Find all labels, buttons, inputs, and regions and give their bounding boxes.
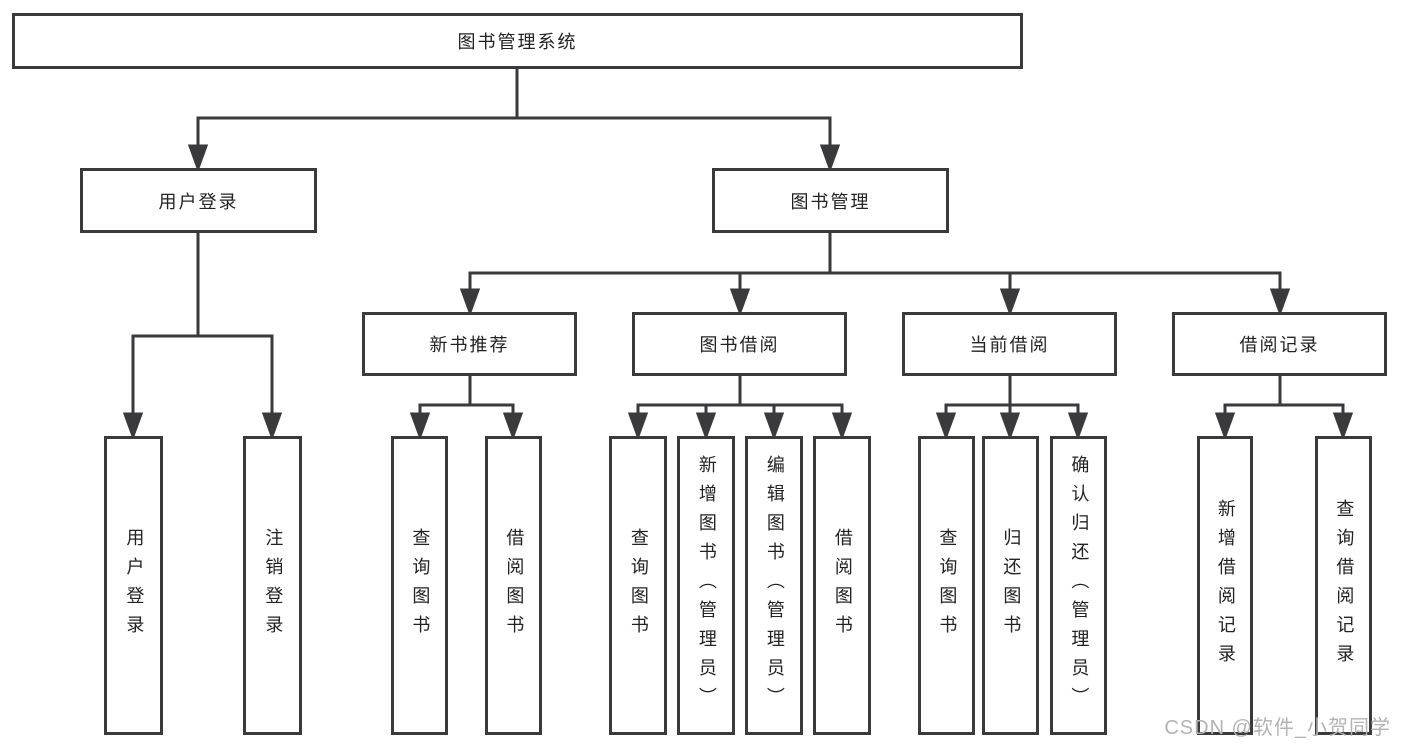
arrowhead-icon <box>999 412 1021 441</box>
arrowhead-icon <box>1332 412 1354 441</box>
leaf-label: 确认归还（管理员） <box>1069 455 1090 716</box>
arrowhead-icon <box>459 288 481 317</box>
node-system-root: 图书管理系统 <box>12 13 1023 69</box>
leaf-confirm-return-admin: 确认归还（管理员） <box>1050 436 1107 735</box>
leaf-user-login: 用户登录 <box>104 436 163 735</box>
leaf-label: 查询图书 <box>937 527 958 644</box>
leaf-add-books-admin: 新增图书（管理员） <box>677 436 735 735</box>
node-new-book-recommend: 新书推荐 <box>362 312 577 376</box>
leaf-label: 归还图书 <box>1001 527 1022 644</box>
arrowhead-icon <box>763 412 785 441</box>
leaf-label: 查询图书 <box>410 527 431 644</box>
arrowhead-icon <box>409 412 431 441</box>
leaf-query-books-2: 查询图书 <box>609 436 667 735</box>
leaf-borrow-books-1: 借阅图书 <box>485 436 542 735</box>
arrowhead-icon <box>1214 412 1236 441</box>
leaf-logout: 注销登录 <box>243 436 302 735</box>
arrowhead-icon <box>627 412 649 441</box>
leaf-add-borrow-record: 新增借阅记录 <box>1197 436 1253 735</box>
connector-new-book-children <box>409 374 524 441</box>
arrowhead-icon <box>935 412 957 441</box>
leaf-label: 编辑图书（管理员） <box>764 455 785 716</box>
arrowhead-icon <box>999 288 1021 317</box>
arrowhead-icon <box>819 144 841 173</box>
leaf-label: 新增借阅记录 <box>1215 498 1236 673</box>
arrowhead-icon <box>122 412 144 441</box>
node-current-borrow: 当前借阅 <box>902 312 1117 376</box>
connector-root-to-level2 <box>187 67 841 173</box>
leaf-borrow-books-2: 借阅图书 <box>813 436 871 735</box>
node-borrow-records: 借阅记录 <box>1172 312 1387 376</box>
arrowhead-icon <box>831 412 853 441</box>
leaf-label: 查询图书 <box>628 527 649 644</box>
arrowhead-icon <box>502 412 524 441</box>
node-book-management: 图书管理 <box>712 168 949 233</box>
arrowhead-icon <box>187 144 209 173</box>
leaf-label: 用户登录 <box>124 527 145 644</box>
connector-borrow-record-children <box>1214 374 1354 441</box>
leaf-return-books: 归还图书 <box>982 436 1039 735</box>
node-user-login: 用户登录 <box>80 168 317 233</box>
leaf-label: 查询借阅记录 <box>1334 498 1355 673</box>
leaf-label: 注销登录 <box>263 527 284 644</box>
arrowhead-icon <box>1067 412 1089 441</box>
arrowhead-icon <box>695 412 717 441</box>
connector-user-login-children <box>122 231 283 441</box>
leaf-label: 借阅图书 <box>504 527 525 644</box>
connector-current-borrow-children <box>935 374 1089 441</box>
arrowhead-icon <box>261 412 283 441</box>
arrowhead-icon <box>729 288 751 317</box>
leaf-query-borrow-record: 查询借阅记录 <box>1315 436 1372 735</box>
leaf-edit-books-admin: 编辑图书（管理员） <box>745 436 803 735</box>
connector-book-borrow-children <box>627 374 853 441</box>
node-book-borrow: 图书借阅 <box>632 312 847 376</box>
leaf-label: 借阅图书 <box>832 527 853 644</box>
leaf-query-books-1: 查询图书 <box>391 436 448 735</box>
leaf-label: 新增图书（管理员） <box>696 455 717 716</box>
connector-book-management-to-level3 <box>459 231 1291 317</box>
leaf-query-books-3: 查询图书 <box>918 436 975 735</box>
arrowhead-icon <box>1269 288 1291 317</box>
